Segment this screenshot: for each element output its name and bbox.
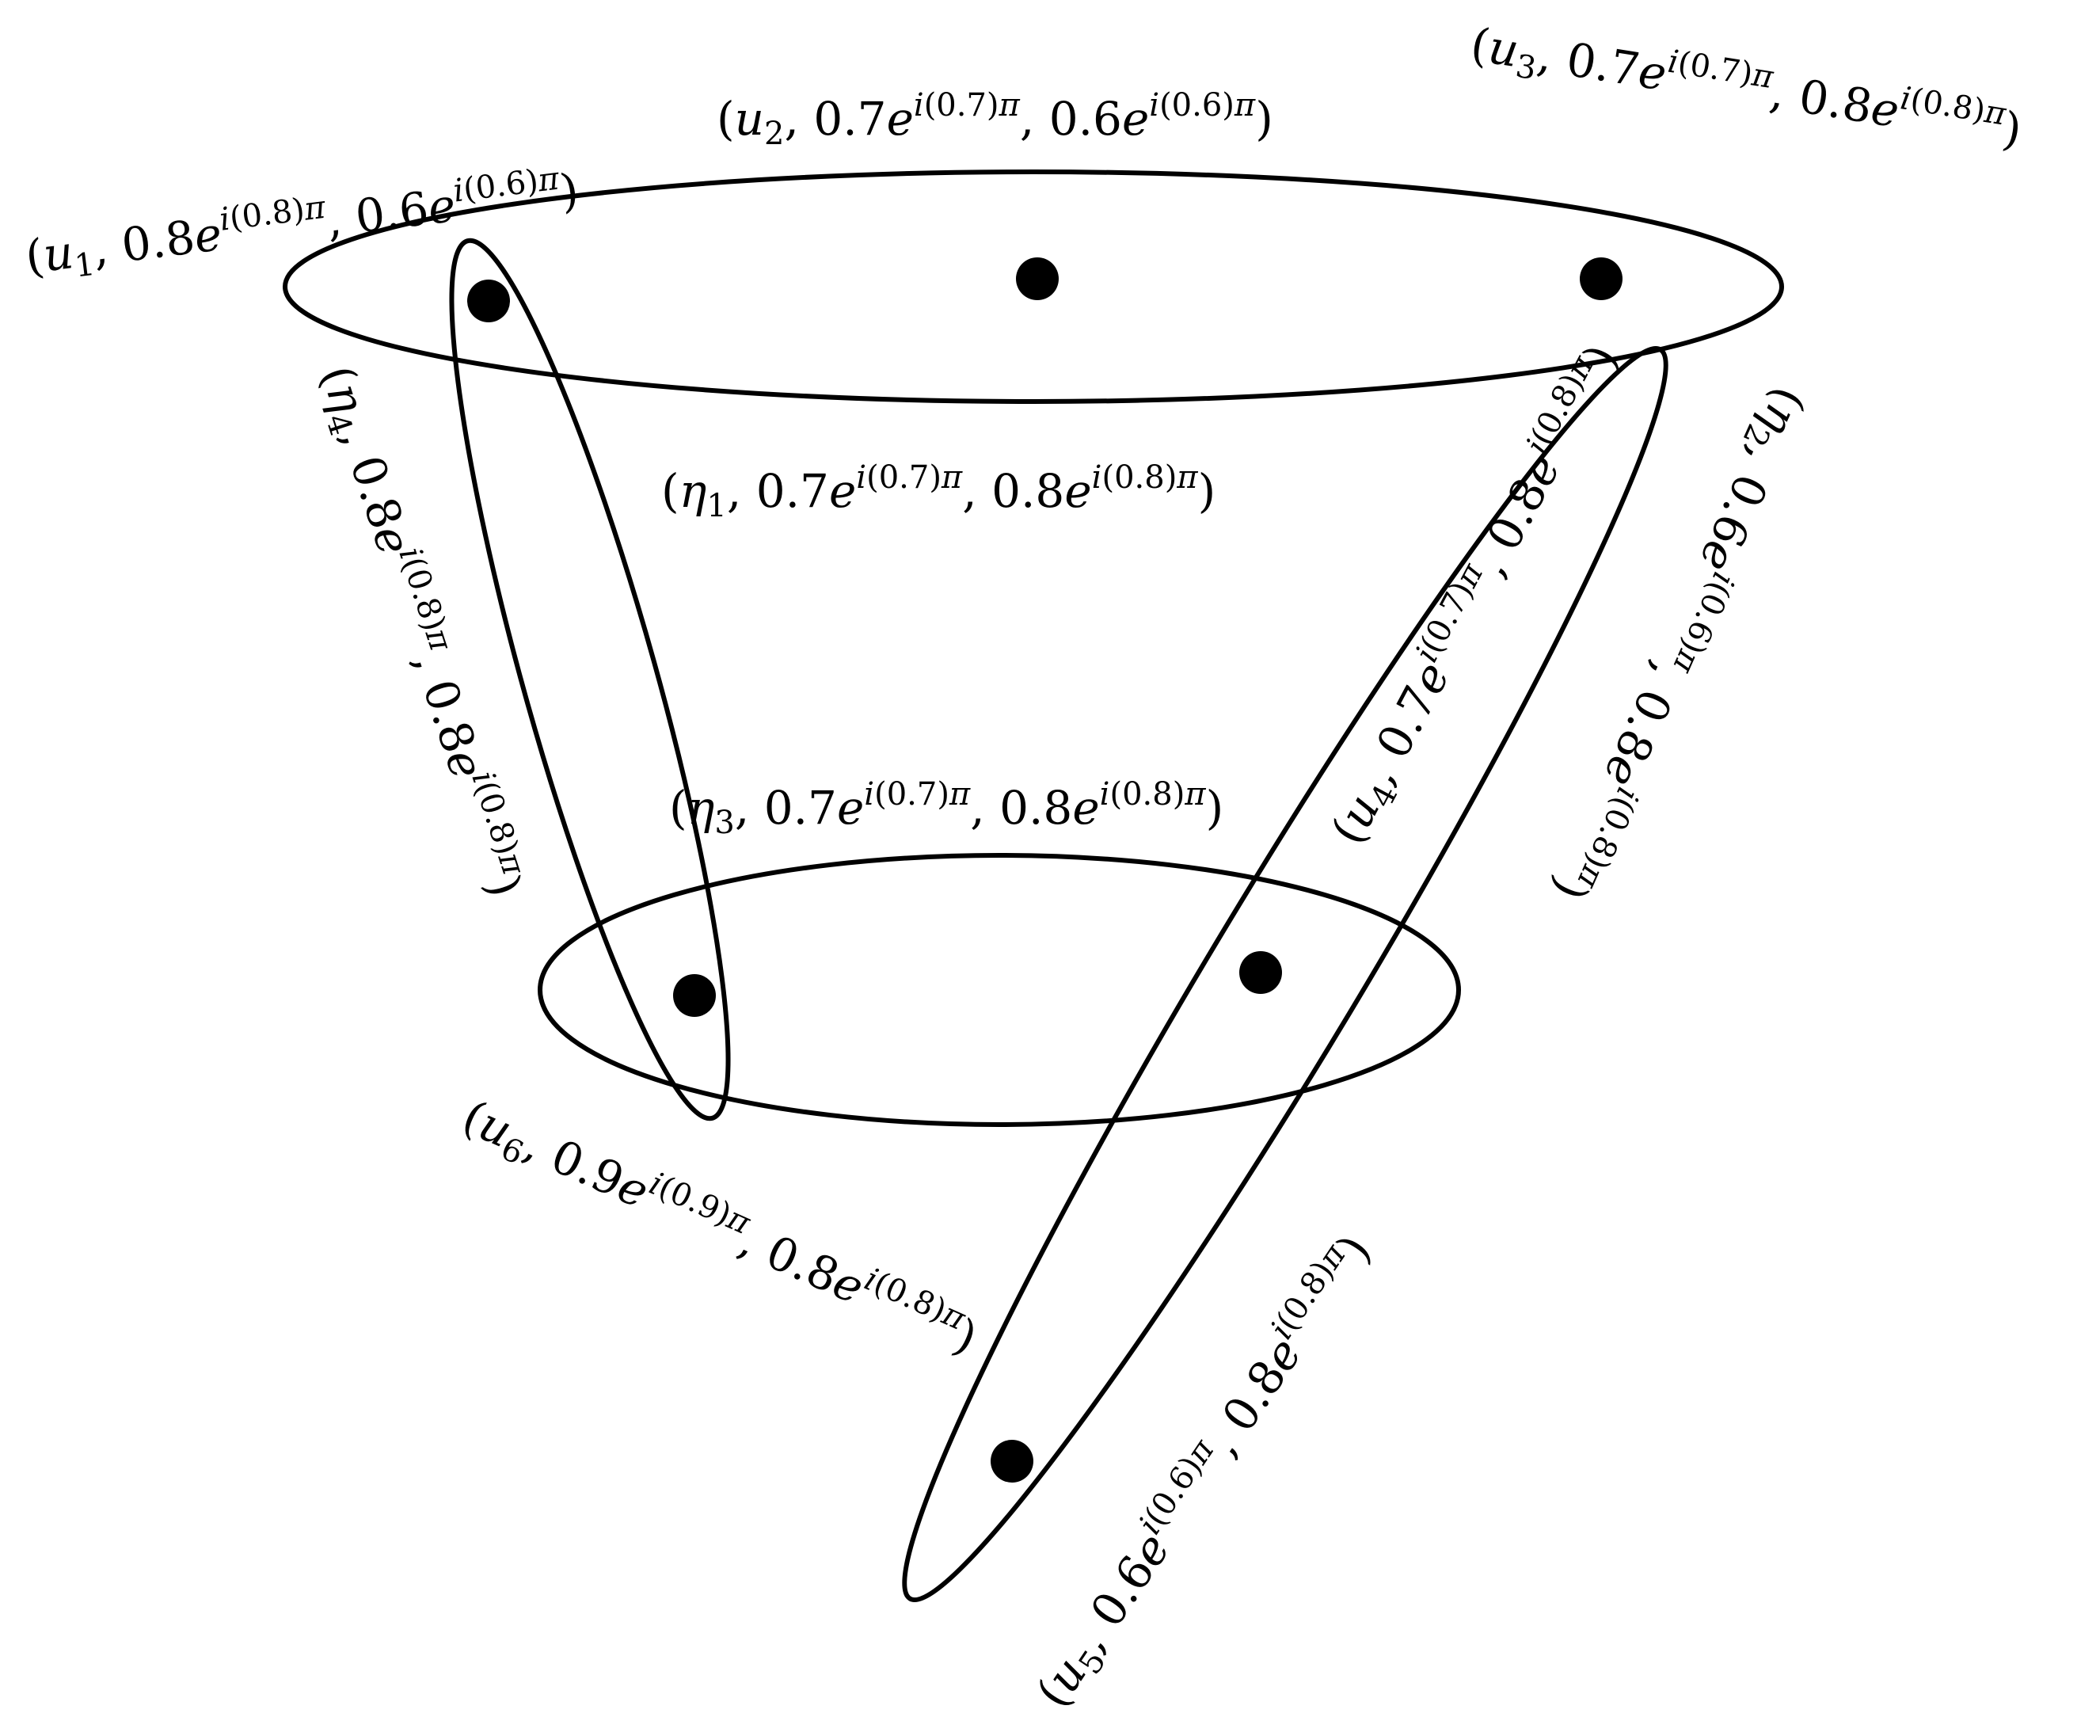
phase-value: (0.8): [467, 777, 525, 859]
imag-unit: i: [864, 776, 874, 813]
phase-value: (0.8): [394, 553, 452, 635]
paren-open: (: [717, 92, 735, 146]
label-name: u: [735, 92, 764, 146]
label-eta1: (η1, 0.7ei(0.7)π, 0.8ei(0.8)π): [661, 459, 1215, 524]
paren-close: ): [1255, 92, 1273, 146]
phase-value: (0.8): [1908, 82, 1988, 129]
exp-base: e: [887, 92, 914, 146]
comma: ,: [735, 781, 764, 835]
vertex-u6-dot: [673, 974, 716, 1017]
label-subscript: 3: [714, 805, 734, 841]
pi-symbol: π: [941, 459, 963, 496]
pi-symbol: π: [535, 160, 561, 199]
label-eta4: (η4, 0.8ei(0.8)π, 0.8ei(0.8)π): [304, 357, 537, 904]
label-u3: (u3, 0.7ei(0.7)π, 0.8ei(0.8)π): [1467, 13, 2026, 164]
phase-value: (0.7): [866, 459, 942, 496]
comma: ,: [727, 464, 756, 518]
label-name: η: [687, 781, 715, 835]
pi-symbol: π: [1176, 459, 1198, 496]
exp-base: e: [1064, 464, 1091, 518]
comma: ,: [970, 781, 999, 835]
paren-close: ): [1206, 781, 1224, 835]
comma: ,: [1020, 92, 1049, 146]
vertex-u5-dot: [991, 1440, 1033, 1483]
amplitude-value: 0.8: [1795, 69, 1876, 134]
exp-base: e: [425, 178, 458, 235]
phase-value: (0.7): [1676, 45, 1756, 93]
amplitude-value: 0.8: [119, 210, 198, 272]
label-u4: (u4, 0.7ei(0.7)π, 0.8ei(0.8)π): [1316, 333, 1634, 855]
pi-symbol: π: [949, 776, 971, 813]
paren-open: (: [661, 464, 679, 518]
phase-value: (0.7): [924, 87, 999, 124]
imag-unit: i: [451, 172, 466, 209]
comma: ,: [323, 190, 359, 247]
comma: ,: [89, 219, 125, 276]
phase-value: (0.8): [1101, 459, 1177, 496]
vertex-u2-dot: [1016, 257, 1059, 300]
amplitude-value: 0.6: [352, 181, 432, 244]
label-name: u: [40, 225, 76, 282]
comma: ,: [962, 464, 991, 518]
phase-value: (0.6): [462, 163, 541, 208]
vertex-u4-dot: [1239, 951, 1282, 994]
imag-unit: i: [218, 201, 232, 238]
exp-base: e: [837, 781, 864, 835]
label-u6: (u6, 0.9ei(0.9)π, 0.8ei(0.8)π): [452, 1085, 987, 1371]
phase-value: (0.8): [1578, 791, 1642, 874]
amplitude-value: 0.7: [756, 464, 829, 518]
imag-unit: i: [914, 87, 924, 124]
phase-value: (0.8): [1109, 776, 1185, 813]
amplitude-value: 0.8: [991, 464, 1064, 518]
imag-unit: i: [856, 459, 866, 496]
label-eta3: (η3, 0.7ei(0.7)π, 0.8ei(0.8)π): [669, 776, 1223, 841]
hyperedge-eta4: [449, 238, 731, 1121]
label-subscript: 1: [73, 246, 97, 285]
label-eta2: (η2, 0.6ei(0.6)π, 0.8ei(0.8)π): [1536, 377, 1821, 910]
label-name: η: [679, 464, 707, 518]
pi-symbol: π: [1234, 87, 1256, 124]
hyperedge-eta2: [902, 345, 1668, 1603]
label-u5: (u5, 0.6ei(0.6)π, 0.8ei(0.8)π): [1021, 1223, 1387, 1721]
imag-unit: i: [1092, 459, 1102, 496]
pi-symbol: π: [302, 189, 328, 228]
hyperedge-eta3: [538, 853, 1461, 1127]
vertex-u3-dot: [1580, 257, 1623, 300]
paren-open: (: [669, 781, 687, 835]
vertex-u1-dot: [467, 280, 510, 322]
amplitude-value: 0.6: [1049, 92, 1122, 146]
phase-value: (0.6): [1159, 87, 1235, 124]
exp-base: e: [1122, 92, 1149, 146]
pi-symbol: π: [999, 87, 1021, 124]
paren-close: ): [1198, 464, 1216, 518]
phase-value: (0.6): [1674, 576, 1738, 659]
exp-base: e: [1072, 781, 1099, 835]
label-subscript: 2: [764, 116, 784, 152]
imag-unit: i: [1100, 776, 1110, 813]
exp-base: e: [829, 464, 856, 518]
label-u1: (u1, 0.8ei(0.8)π, 0.6ei(0.6)π): [22, 158, 583, 291]
phase-value: (0.8): [868, 1266, 951, 1330]
paren-close: ): [557, 163, 582, 219]
label-subscript: 1: [706, 488, 726, 524]
amplitude-value: 0.7: [764, 781, 837, 835]
exp-base: e: [191, 207, 224, 264]
comma: ,: [784, 92, 813, 146]
pi-symbol: π: [1184, 776, 1206, 813]
amplitude-value: 0.8: [999, 781, 1072, 835]
hyperedge-eta1: [283, 169, 1784, 404]
phase-value: (0.9): [653, 1170, 736, 1234]
imag-unit: i: [1149, 87, 1159, 124]
phase-value: (0.7): [874, 776, 949, 813]
amplitude-value: 0.7: [813, 92, 886, 146]
phase-value: (0.8): [227, 192, 306, 237]
amplitude-value: 0.7: [1563, 32, 1644, 97]
label-u2: (u2, 0.7ei(0.7)π, 0.6ei(0.6)π): [717, 87, 1273, 152]
